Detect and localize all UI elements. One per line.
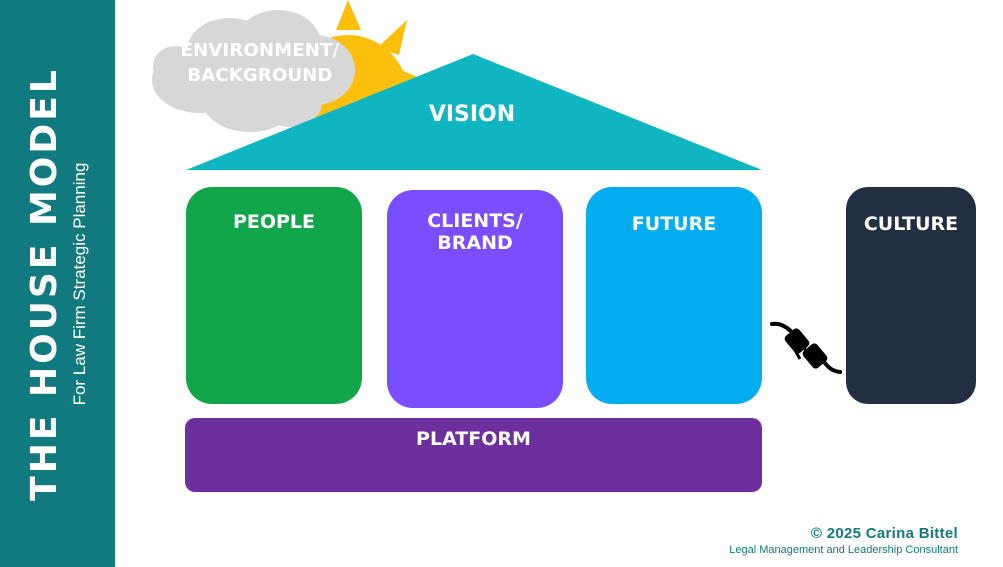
pillar-future-label: FUTURE [631,213,717,235]
culture-box: CULTURE [846,187,976,404]
environment-label: ENVIRONMENT/ BACKGROUND [180,40,340,86]
pillar-clients-brand: CLIENTS/ BRAND [387,190,563,408]
platform-label: PLATFORM [416,428,531,450]
copyright-text: © 2025 Carina Bittel [810,525,958,542]
cloud-icon [152,10,355,132]
pillar-people: PEOPLE [186,187,362,404]
platform-foundation: PLATFORM [185,418,762,492]
sidebar: THE HOUSE MODEL For Law Firm Strategic P… [0,0,115,567]
pillar-people-label: PEOPLE [232,211,316,233]
plug-icon [770,321,842,374]
vision-label: VISION [428,102,516,127]
pillar-clients-brand-label: CLIENTS/ BRAND [427,210,523,254]
culture-label: CULTURE [863,213,959,235]
roof-triangle [186,54,762,170]
author-role: Legal Management and Leadership Consulta… [729,544,958,556]
footer: © 2025 Carina Bittel Legal Management an… [729,525,958,557]
pillar-future: FUTURE [586,187,762,404]
